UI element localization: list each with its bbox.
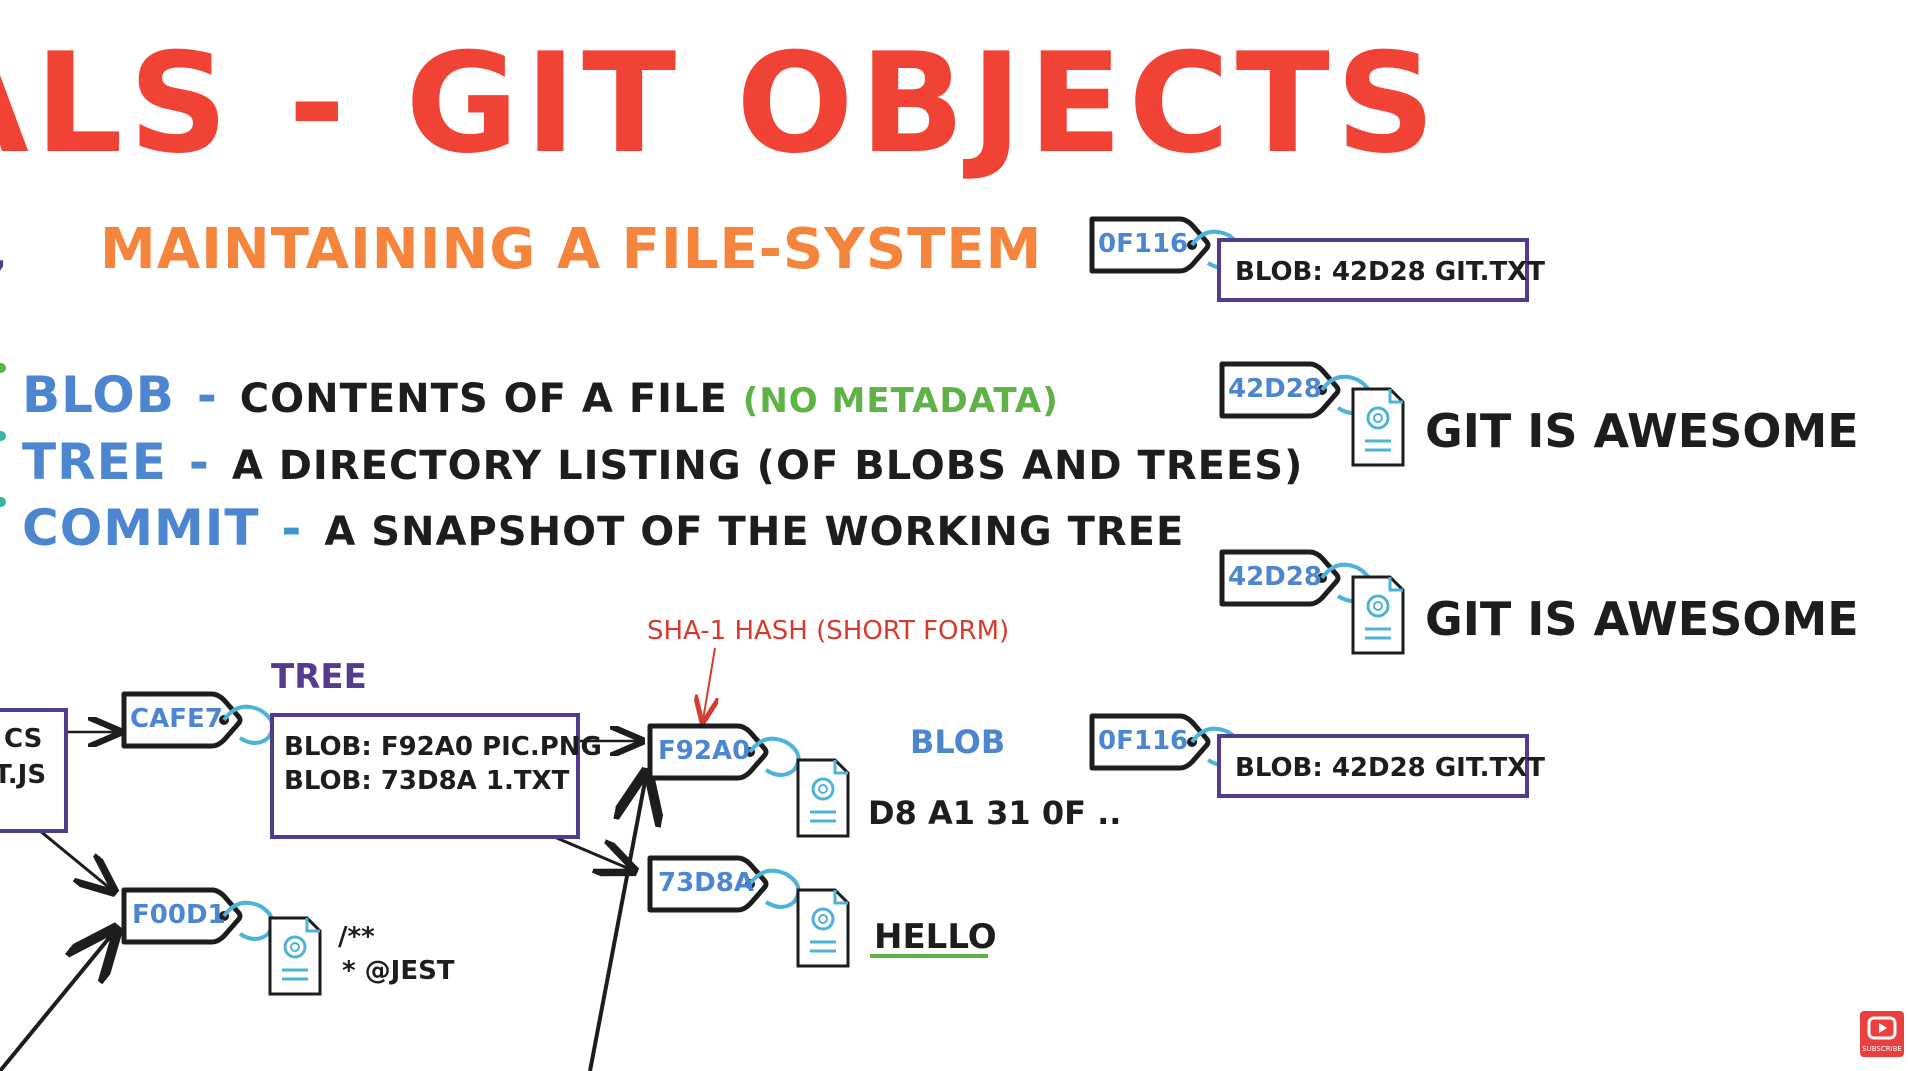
page-subtitle: MAINTAINING A FILE-SYSTEM	[100, 217, 1043, 282]
blob-f00d1-content-line-1: /**	[338, 922, 375, 952]
arrow-bottom-to-food1	[0, 932, 114, 1071]
blob-42d28-a-content: GIT IS AWESOME	[1425, 404, 1859, 458]
subscribe-button[interactable]: SUBSCRIBE	[1860, 1011, 1904, 1057]
commit-box-line-1: CS	[4, 724, 43, 754]
definition-blob-text: CONTENTS OF A FILE	[239, 376, 728, 422]
file-icon-f00d1	[267, 915, 323, 997]
tag-icon	[647, 723, 801, 781]
file-icon-f92a0	[795, 757, 851, 839]
tag-73d8a-label: 73D8A	[658, 868, 754, 898]
blob-42d28-b-content: GIT IS AWESOME	[1425, 592, 1859, 646]
tag-42d28-a-label: 42D28	[1228, 374, 1322, 404]
tag-f00d1: F00D1	[120, 884, 280, 948]
definition-blob: BLOB-CONTENTS OF A FILE (NO METADATA)	[22, 370, 1059, 420]
file-icon-42d28-a	[1350, 386, 1406, 468]
file-icon-73d8a	[795, 887, 851, 969]
tag-42d28-b: 42D28	[1218, 546, 1378, 610]
arrow-bottom-to-f92a0	[588, 776, 646, 1071]
tag-42d28-b-label: 42D28	[1228, 562, 1322, 592]
tag-0f116-top: 0F116	[1088, 213, 1248, 277]
definition-blob-note: (NO METADATA)	[742, 381, 1059, 421]
tree-box-top-right-line: BLOB: 42D28 GIT.TXT	[1235, 257, 1546, 287]
definition-commit: COMMIT-A SNAPSHOT OF THE WORKING TREE	[22, 503, 1184, 553]
blob-73d8a-content: HELLO	[874, 917, 997, 957]
arrow-sha-note	[703, 647, 715, 720]
definition-tree-text: A DIRECTORY LISTING (OF BLOBS AND TREES)	[231, 443, 1304, 489]
blob-label: BLOB	[910, 723, 1006, 761]
definition-tree: TREE-A DIRECTORY LISTING (OF BLOBS AND T…	[22, 437, 1303, 487]
tag-0f116-bottom-label: 0F116	[1098, 726, 1189, 756]
tag-icon	[121, 691, 275, 749]
tag-73d8a: 73D8A	[646, 852, 806, 916]
tag-icon	[121, 887, 275, 945]
tree-box-top-right: BLOB: 42D28 GIT.TXT	[1217, 238, 1545, 302]
tree-box-bottom-right-line: BLOB: 42D28 GIT.TXT	[1235, 753, 1546, 783]
tag-42d28-a: 42D28	[1218, 358, 1378, 422]
bullet-tree	[0, 431, 6, 441]
file-icon-42d28-b	[1350, 574, 1406, 656]
page-title: ALS - GIT OBJECTS	[0, 23, 1442, 184]
tree-box: BLOB: F92A0 PIC.PNG BLOB: 73D8A 1.TXT	[270, 713, 602, 839]
subscribe-label: SUBSCRIBE	[1862, 1045, 1902, 1053]
tree-box-line-1: BLOB: F92A0 PIC.PNG	[284, 732, 602, 762]
dash-blob: -	[196, 368, 218, 424]
tree-label: TREE	[271, 657, 367, 697]
tag-icon	[1219, 549, 1373, 607]
term-tree: TREE	[22, 433, 167, 491]
tag-0f116-bottom: 0F116	[1088, 710, 1248, 774]
tag-f00d1-label: F00D1	[132, 900, 226, 930]
youtube-icon	[1867, 1016, 1897, 1040]
blob-f00d1-content-line-2: * @JEST	[342, 956, 455, 986]
left-edge-mark: ,	[0, 232, 7, 278]
tag-f92a0: F92A0	[646, 720, 806, 784]
tag-0f116-top-label: 0F116	[1098, 229, 1189, 259]
commit-box-partial: CS T.JS	[0, 708, 68, 833]
dash-commit: -	[281, 501, 303, 557]
dash-tree: -	[188, 435, 210, 491]
tree-box-line-2: BLOB: 73D8A 1.TXT	[284, 766, 570, 796]
bullet-commit	[0, 497, 6, 507]
commit-box-line-2: T.JS	[0, 760, 47, 790]
definition-commit-text: A SNAPSHOT OF THE WORKING TREE	[324, 509, 1185, 555]
tag-icon	[647, 855, 801, 913]
tag-cafe7-label: CAFE7	[130, 704, 223, 734]
tag-cafe7: CAFE7	[120, 688, 280, 752]
tree-box-bottom-right: BLOB: 42D28 GIT.TXT	[1217, 734, 1545, 798]
sha-note: SHA-1 HASH (SHORT FORM)	[647, 616, 1010, 646]
term-blob: BLOB	[22, 366, 175, 424]
term-commit: COMMIT	[22, 499, 260, 557]
tag-icon	[1089, 216, 1243, 274]
bullet-blob	[0, 363, 6, 373]
tag-f92a0-label: F92A0	[658, 736, 751, 766]
blob-f92a0-content: D8 A1 31 0F ..	[868, 794, 1122, 832]
